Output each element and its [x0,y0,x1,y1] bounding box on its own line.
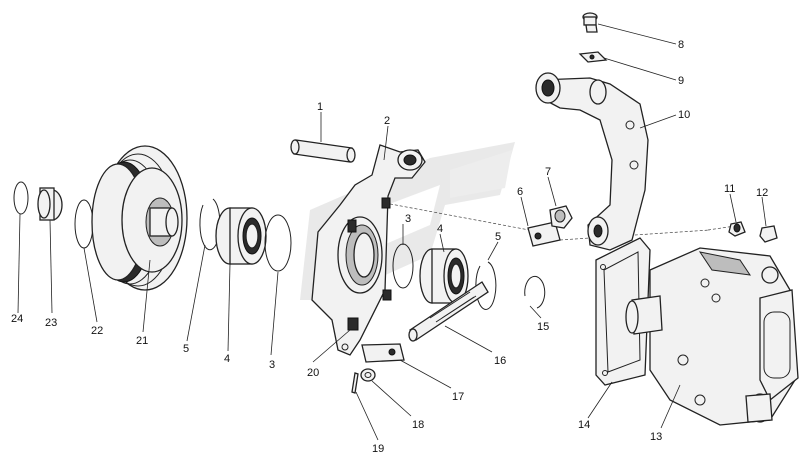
callout-6: 6 [517,186,523,198]
callout-16: 16 [494,355,506,367]
part-1-pin [290,139,356,163]
callout-22: 22 [91,325,103,337]
part-17-block [361,343,405,363]
callout-5-left: 5 [183,343,189,355]
callout-15: 15 [537,321,549,333]
part-7-nut [549,205,573,229]
callout-24: 24 [11,313,23,325]
callout-21: 21 [136,335,148,347]
leader-lines [17,23,767,441]
callout-14: 14 [578,419,590,431]
callout-11: 11 [724,183,735,195]
part-21-pulley [91,145,188,291]
part-13-pump-body [625,247,799,426]
part-4-bearing-right [419,248,469,304]
callout-23: 23 [45,317,57,329]
part-23-bushing [37,187,63,221]
callout-17: 17 [452,391,464,403]
part-5-circlip-right [475,261,497,310]
callout-7: 7 [545,166,551,178]
callout-12: 12 [756,187,768,199]
part-9-plate [578,51,608,63]
callout-4-left: 4 [224,353,230,365]
callout-18: 18 [412,419,424,431]
part-11-nut [728,221,746,237]
callout-13: 13 [650,431,662,443]
part-16-shaft [408,281,489,342]
callout-2: 2 [384,115,390,127]
callout-20: 20 [307,367,319,379]
callout-19: 19 [372,443,384,455]
part-14-gasket [595,237,651,386]
part-22-ring [74,199,94,249]
callout-8: 8 [678,39,684,51]
part-2-housing [311,144,426,356]
callout-1: 1 [317,101,323,113]
callout-3-right: 3 [405,213,411,225]
part-5-circlip-left [199,198,221,251]
part-8-screw [582,12,598,33]
part-19-cotter-pin [351,372,359,394]
callout-9: 9 [678,75,684,87]
callout-10: 10 [678,109,690,121]
part-15-clip [524,275,546,309]
callout-labels: 1 2 3 3 4 4 5 5 6 7 8 9 10 11 12 13 14 1… [11,39,768,455]
part-18-washer [360,368,376,382]
part-24-snap-ring [13,181,29,215]
callout-4-right: 4 [437,223,443,235]
part-12-nut [759,225,778,243]
part-4-bearing-left [215,207,267,265]
callout-3-left: 3 [269,359,275,371]
part-10-bracket [535,72,649,251]
callout-5-right: 5 [495,231,501,243]
part-6-fitting [527,221,561,247]
part-3-ring-left [264,214,292,272]
